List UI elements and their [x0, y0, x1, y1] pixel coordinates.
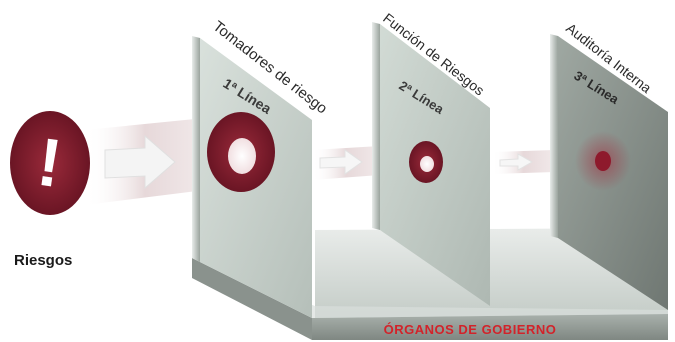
panel-3-edge — [550, 34, 558, 238]
risk-label: Riesgos — [14, 252, 73, 269]
base-top-edge — [192, 258, 668, 318]
panel-2-edge — [372, 22, 380, 230]
arrow-2 — [319, 149, 363, 175]
base-block — [312, 314, 668, 340]
panel-1-edge — [192, 36, 200, 262]
arrow-1 — [104, 134, 176, 190]
ring-1-hole — [228, 138, 256, 174]
spot-3 — [595, 151, 611, 171]
base-side — [192, 258, 312, 340]
base-label: ÓRGANOS DE GOBIERNO — [384, 322, 557, 337]
risk-disc — [10, 111, 90, 215]
ring-2-hole — [420, 156, 434, 172]
arrow-3 — [499, 153, 534, 171]
